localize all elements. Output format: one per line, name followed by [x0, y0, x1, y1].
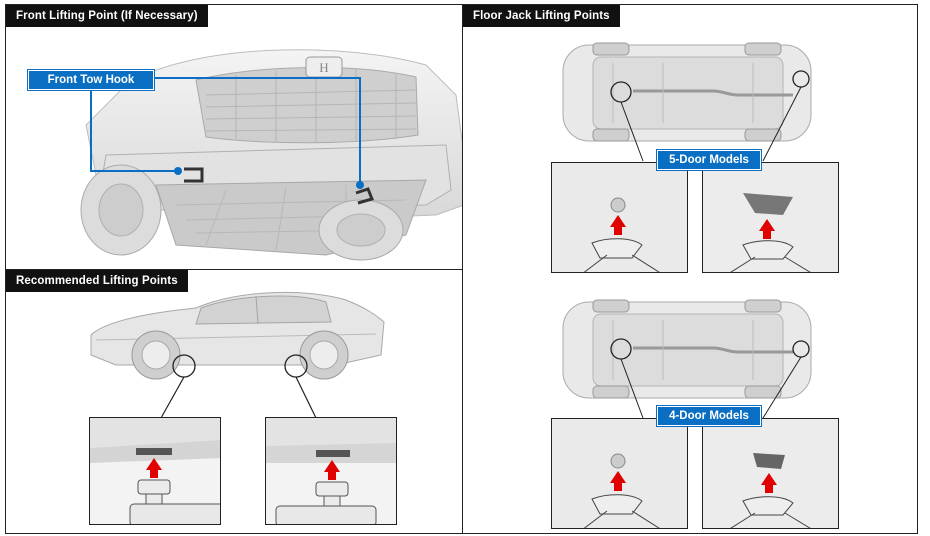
recommended-front-inset — [89, 417, 221, 525]
5door-rear-inset — [702, 162, 839, 273]
4door-rear-inset — [702, 418, 839, 529]
svg-text:H: H — [319, 60, 328, 75]
underbody-4door-illustration — [562, 299, 812, 419]
underbody-5door-illustration — [562, 42, 812, 162]
floor-jack-title: Floor Jack Lifting Points — [463, 5, 620, 27]
front-lifting-panel: Front Lifting Point (If Necessary) H — [5, 4, 463, 270]
5door-front-inset — [551, 162, 688, 273]
front-lifting-title: Front Lifting Point (If Necessary) — [6, 5, 208, 27]
car-front-illustration: H — [80, 49, 462, 261]
floor-jack-panel: Floor Jack Lifting Points 5-Door Models — [462, 4, 918, 534]
4door-models-callout: 4-Door Models — [657, 406, 761, 426]
car-side-illustration — [90, 291, 385, 419]
recommended-rear-inset — [265, 417, 397, 525]
5door-models-callout: 5-Door Models — [657, 150, 761, 170]
recommended-lifting-panel: Recommended Lifting Points — [5, 269, 463, 534]
4door-front-inset — [551, 418, 688, 529]
recommended-lifting-title: Recommended Lifting Points — [6, 270, 188, 292]
front-tow-hook-callout: Front Tow Hook — [28, 70, 154, 90]
